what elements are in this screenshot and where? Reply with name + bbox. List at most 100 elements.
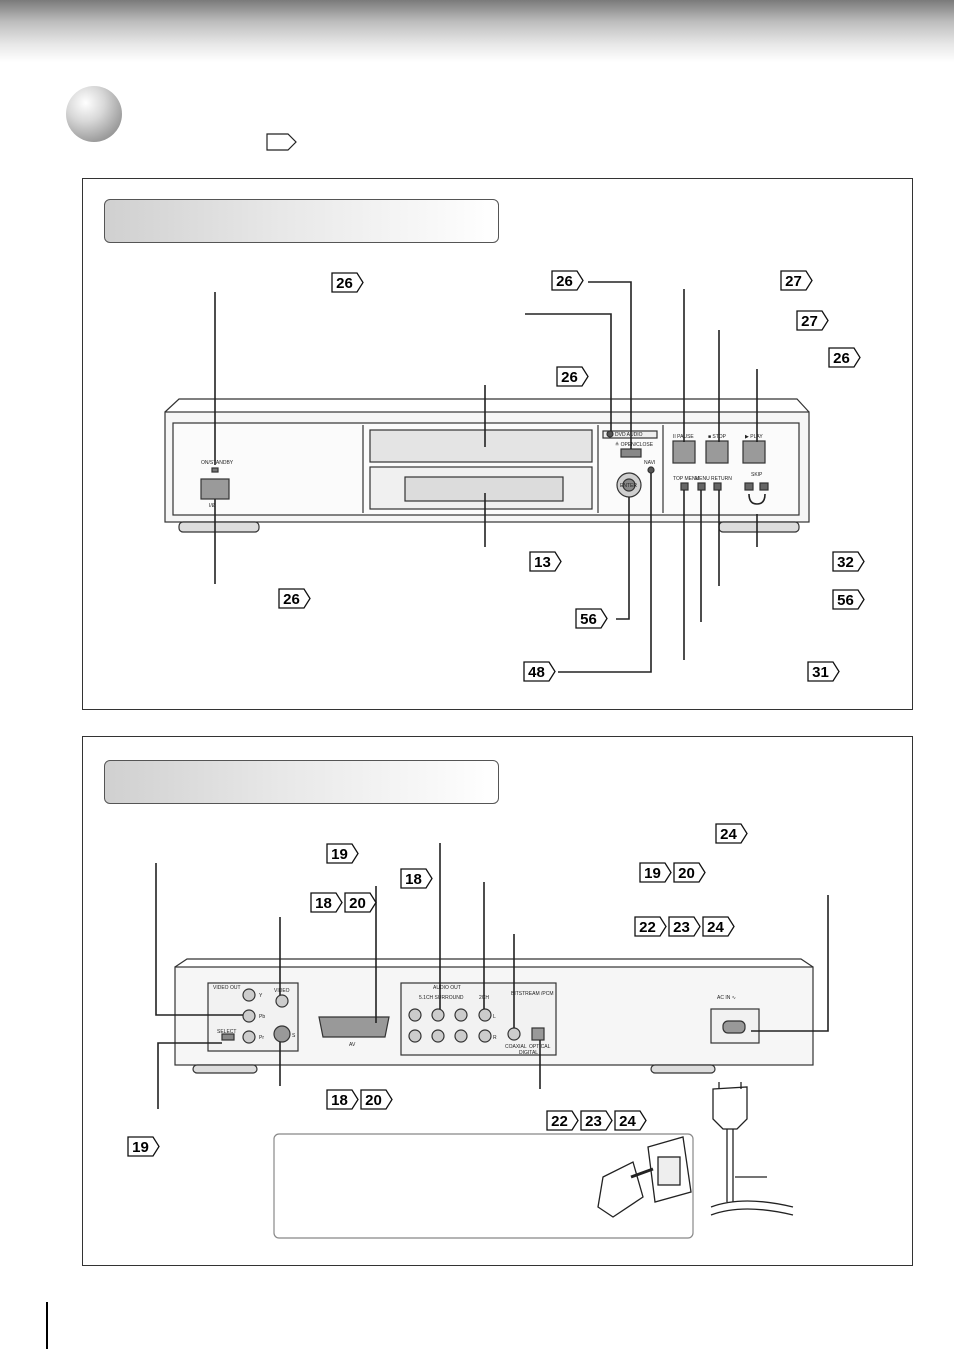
front-panel-section: ON/STANDBY I/Ø DVD AUDIO ≜ OPEN/CLOSE II… xyxy=(82,178,913,710)
rear-page-ref-tag: 20 xyxy=(673,862,706,883)
front-page-ref-tag: 27 xyxy=(780,270,813,291)
front-page-ref-number: 26 xyxy=(561,369,578,386)
front-page-ref-tag: 27 xyxy=(796,310,829,331)
rear-page-ref-tag: 20 xyxy=(344,892,377,913)
front-page-ref-tag: 26 xyxy=(828,347,861,368)
rear-page-ref-number: 19 xyxy=(644,865,661,882)
rear-page-ref-number: 18 xyxy=(405,871,422,888)
rear-page-ref-tag: 20 xyxy=(360,1089,393,1110)
dvd-player-rear xyxy=(174,958,814,1074)
rear-page-ref-tag: 18 xyxy=(310,892,343,913)
rear-page-ref-number: 19 xyxy=(132,1139,149,1156)
front-panel-diagram: ON/STANDBY I/Ø DVD AUDIO ≜ OPEN/CLOSE II… xyxy=(164,270,865,682)
front-page-ref-tag: 26 xyxy=(551,270,584,291)
audio-out-label: AUDIO OUT xyxy=(433,985,461,991)
front-panel-title-bar xyxy=(104,199,499,243)
front-page-ref-number: 32 xyxy=(837,554,854,571)
rear-page-ref-tag: 18 xyxy=(400,868,433,889)
menu-label: MENU xyxy=(695,476,710,482)
rear-page-ref-number: 23 xyxy=(673,919,690,936)
front-page-ref-number: 56 xyxy=(837,592,854,609)
header-band xyxy=(0,0,954,62)
rear-page-ref-number: 18 xyxy=(315,895,332,912)
top-menu-label: TOP MENU xyxy=(673,476,700,482)
rear-page-ref-tag: 22 xyxy=(634,916,667,937)
front-page-ref-number: 27 xyxy=(801,313,818,330)
front-page-ref-number: 26 xyxy=(833,350,850,367)
open-close-label: ≜ OPEN/CLOSE xyxy=(615,441,654,448)
rear-page-ref-number: 20 xyxy=(365,1092,382,1109)
bitstream-label: BITSTREAM /PCM xyxy=(511,991,554,997)
rear-page-ref-number: 24 xyxy=(720,826,737,843)
rear-page-ref-tag: 23 xyxy=(580,1110,613,1131)
pb-label: Pb xyxy=(259,1014,265,1020)
coaxial-label: COAXIAL xyxy=(505,1044,527,1050)
rear-page-ref-number: 24 xyxy=(707,919,724,936)
front-page-ref-tag: 48 xyxy=(523,661,556,682)
y-label: Y xyxy=(259,993,263,999)
r-label: R xyxy=(493,1035,497,1041)
power-cord-illustration xyxy=(710,1082,794,1216)
optical-cap-illustration xyxy=(597,1136,692,1218)
dvd-audio-label: DVD AUDIO xyxy=(615,432,643,438)
rear-page-ref-tag: 22 xyxy=(546,1110,579,1131)
rear-page-ref-number: 23 xyxy=(585,1113,602,1130)
front-page-ref-number: 27 xyxy=(785,273,802,290)
skip-label: SKIP xyxy=(751,472,763,478)
rear-page-ref-tag: 19 xyxy=(639,862,672,883)
rear-page-ref-tag: 19 xyxy=(326,843,359,864)
video-label: VIDEO xyxy=(274,988,290,994)
front-page-ref-tag: 13 xyxy=(529,551,562,572)
front-page-ref-number: 26 xyxy=(556,273,573,290)
l-label: L xyxy=(493,1014,496,1020)
rear-panel-diagram: VIDEO OUT Y Pb Pr VIDEO S SELECT AV AUDI… xyxy=(127,823,829,1239)
power-label: I/Ø xyxy=(209,503,216,509)
surround-label: 5.1CH SURROUND xyxy=(419,995,464,1001)
note-box xyxy=(273,1133,694,1239)
rear-panel-section: VIDEO OUT Y Pb Pr VIDEO S SELECT AV AUDI… xyxy=(82,736,913,1266)
rear-panel-title-bar xyxy=(104,760,499,804)
rear-page-ref-number: 22 xyxy=(639,919,656,936)
rear-page-ref-number: 22 xyxy=(551,1113,568,1130)
rear-page-ref-tag: 18 xyxy=(326,1089,359,1110)
ac-in-label: AC IN ∿ xyxy=(717,995,736,1001)
pr-label: Pr xyxy=(259,1035,264,1041)
rear-page-ref-tag: 24 xyxy=(702,916,735,937)
rear-page-ref-tag: 24 xyxy=(614,1110,647,1131)
return-label: RETURN xyxy=(711,476,732,482)
front-page-ref-number: 48 xyxy=(528,664,545,681)
front-page-ref-tag: 31 xyxy=(807,661,840,682)
front-page-ref-tag: 56 xyxy=(832,589,865,610)
rear-page-ref-number: 24 xyxy=(619,1113,636,1130)
front-page-ref-tag: 32 xyxy=(832,551,865,572)
section-bullet xyxy=(66,86,122,142)
front-leader-lines xyxy=(214,281,766,673)
rear-page-ref-tag: 19 xyxy=(127,1136,160,1157)
page-tag-icon xyxy=(266,133,297,151)
front-page-ref-number: 26 xyxy=(283,591,300,608)
front-page-ref-tag: 26 xyxy=(556,366,589,387)
rear-page-ref-number: 19 xyxy=(331,846,348,863)
enter-label: ENTER xyxy=(620,483,637,489)
digital-label: DIGITAL xyxy=(519,1050,538,1056)
page-margin-rule xyxy=(46,1302,48,1349)
play-label: ▶ PLAY xyxy=(745,434,763,440)
front-page-ref-tag: 56 xyxy=(575,608,608,629)
standby-label: ON/STANDBY xyxy=(201,460,234,466)
select-label: SELECT xyxy=(217,1029,236,1035)
rear-page-ref-number: 20 xyxy=(349,895,366,912)
rear-page-ref-tag: 23 xyxy=(668,916,701,937)
rear-page-ref-tag: 24 xyxy=(715,823,748,844)
rear-leader-lines xyxy=(155,843,829,1109)
rear-page-ref-number: 20 xyxy=(678,865,695,882)
front-page-ref-number: 13 xyxy=(534,554,551,571)
front-page-ref-number: 56 xyxy=(580,611,597,628)
front-page-ref-tag: 26 xyxy=(278,588,311,609)
navi-label: NAVI xyxy=(644,460,655,466)
front-page-ref-tag: 26 xyxy=(331,272,364,293)
stop-label: ■ STOP xyxy=(708,434,727,440)
front-page-ref-number: 31 xyxy=(812,664,829,681)
av-label: AV xyxy=(349,1042,356,1048)
rear-page-ref-number: 18 xyxy=(331,1092,348,1109)
video-out-label: VIDEO OUT xyxy=(213,985,241,991)
